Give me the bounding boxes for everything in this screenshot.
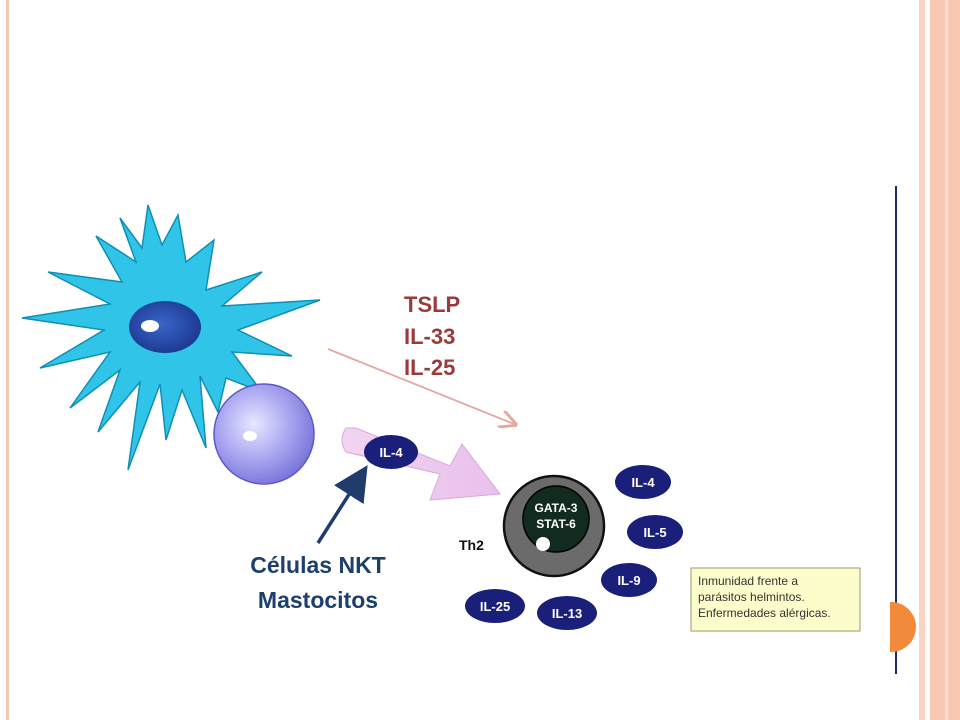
note-line-2: parásitos helmintos. [698, 590, 805, 604]
il4-input-label: IL-4 [379, 445, 403, 460]
nucleus-label-stat6: STAT-6 [536, 517, 576, 531]
th2-nucleus [522, 485, 590, 553]
th2-label: Th2 [459, 537, 484, 553]
note-line-1: Inmunidad frente a [698, 574, 798, 588]
basophil-highlight [243, 431, 257, 441]
signal-label-tslp: TSLP [404, 292, 460, 317]
secreted-il4-pill: IL-4 [615, 465, 671, 499]
secreted-il9-pill: IL-9 [601, 563, 657, 597]
secreted-il4-label: IL-4 [631, 475, 655, 490]
right-decor-stripe [919, 0, 925, 720]
dendritic-cell [21, 204, 321, 471]
basophil-cell [213, 383, 315, 485]
secreted-il9-label: IL-9 [617, 573, 640, 588]
note-line-3: Enfermedades alérgicas. [698, 606, 831, 620]
label-mast-cells: Mastocitos [258, 587, 378, 613]
basophil-body [213, 383, 315, 485]
il4-input-pill: IL-4 [364, 435, 418, 469]
th2-nucleolus [536, 537, 550, 551]
nkt-arrow [316, 465, 368, 544]
cytokine-signal-arrow [327, 348, 514, 424]
signal-label-il25: IL-25 [404, 355, 455, 380]
figure-right-border [895, 186, 897, 674]
clinical-note-box: Inmunidad frente a parásitos helmintos. … [690, 567, 861, 632]
secreted-il13-pill: IL-13 [537, 596, 597, 630]
right-decor-line [945, 0, 948, 720]
nucleus-label-gata3: GATA-3 [535, 501, 578, 515]
secreted-il13-label: IL-13 [552, 606, 582, 621]
dendritic-nucleus [129, 301, 201, 353]
left-decor-stripe [6, 0, 9, 720]
il4-block-arrow [341, 427, 501, 501]
secreted-il25-label: IL-25 [480, 599, 510, 614]
secreted-il5-label: IL-5 [643, 525, 666, 540]
th2-cell: GATA-3 STAT-6 [502, 474, 606, 578]
secreted-il5-pill: IL-5 [627, 515, 683, 549]
signal-label-il33: IL-33 [404, 324, 455, 349]
dendritic-nucleus-highlight [141, 320, 159, 332]
label-nkt-cells: Células NKT [250, 552, 385, 578]
secreted-il25-pill: IL-25 [465, 589, 525, 623]
